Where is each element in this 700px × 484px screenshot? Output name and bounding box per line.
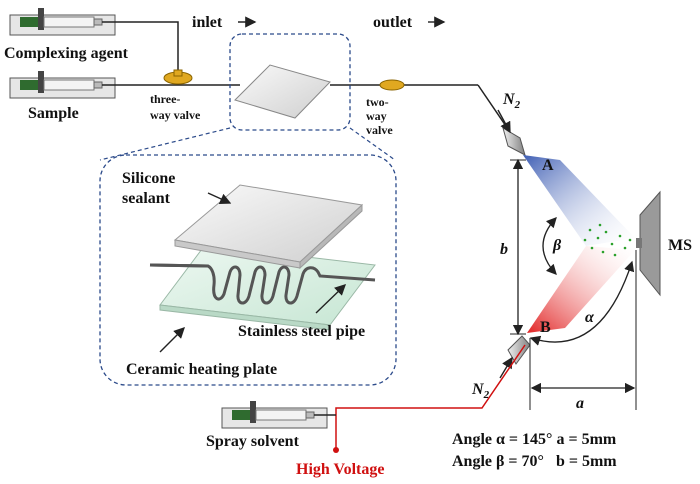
high-voltage-label: High Voltage [296,461,384,478]
outlet-label: outlet [373,14,413,31]
high-voltage-terminal [333,447,339,453]
silicone-label-1: Silicone [122,170,175,187]
ms-detector-icon [636,190,661,297]
ceramic-pointer-arrow [159,327,185,353]
point-a-label: A [542,157,554,174]
b-dimension-label: b [500,241,508,258]
point-b-label: B [540,319,551,336]
ceramic-heating-plate [159,244,376,331]
silicone-label-2: sealant [122,190,171,207]
three-way-valve-label-2: way valve [150,108,201,122]
two-way-valve-label-2: way [366,109,387,123]
angle-beta-spec: Angle β = 70° b = 5mm [452,453,617,470]
sample-label: Sample [28,105,79,122]
pipe-pointer-arrow [315,284,347,314]
silicone-sealant-plate [173,184,364,270]
nozzle-a-icon [502,126,526,156]
spray-plume-a [523,155,635,246]
two-way-valve-label-3: valve [366,123,393,137]
a-dimension-label: a [576,395,584,412]
zoom-source-box [229,33,351,131]
high-voltage-wire [335,344,526,448]
inlet-label: inlet [192,14,223,31]
ms-label: MS [668,237,692,254]
beta-label: β [552,237,562,254]
spray-solvent-label: Spray solvent [206,433,300,450]
zoomed-detail-box [99,154,397,386]
zoom-line-left [99,127,231,161]
angle-alpha-arc [529,260,635,346]
syringe-pump-complexing-icon [9,8,140,36]
heating-block-small [234,64,331,119]
spray-droplets [583,223,632,257]
two-way-valve-label-1: two- [366,95,389,109]
ceramic-heating-plate-label: Ceramic heating plate [126,361,277,378]
n2-top-label: N2 [502,91,521,111]
three-way-valve-label-1: three- [150,92,180,106]
n2-top-arrow [497,109,511,134]
alpha-label: α [585,309,595,326]
stainless-steel-pipe-label: Stainless steel pipe [238,323,365,340]
syringe-pump-sample-icon [9,71,116,99]
n2-bottom-label: N2 [471,381,490,401]
angle-alpha-spec: Angle α = 145° a = 5mm [452,431,617,448]
silicone-pointer-arrow [207,192,232,205]
n2-bottom-arrow [499,356,513,379]
zoom-line-right [349,127,396,161]
stainless-steel-pipe [149,263,376,305]
three-way-valve-icon [163,69,193,85]
two-way-valve-icon [379,79,405,91]
syringe-pump-solvent-icon [221,401,328,429]
complexing-tube [140,21,179,72]
complexing-agent-label: Complexing agent [4,45,129,62]
